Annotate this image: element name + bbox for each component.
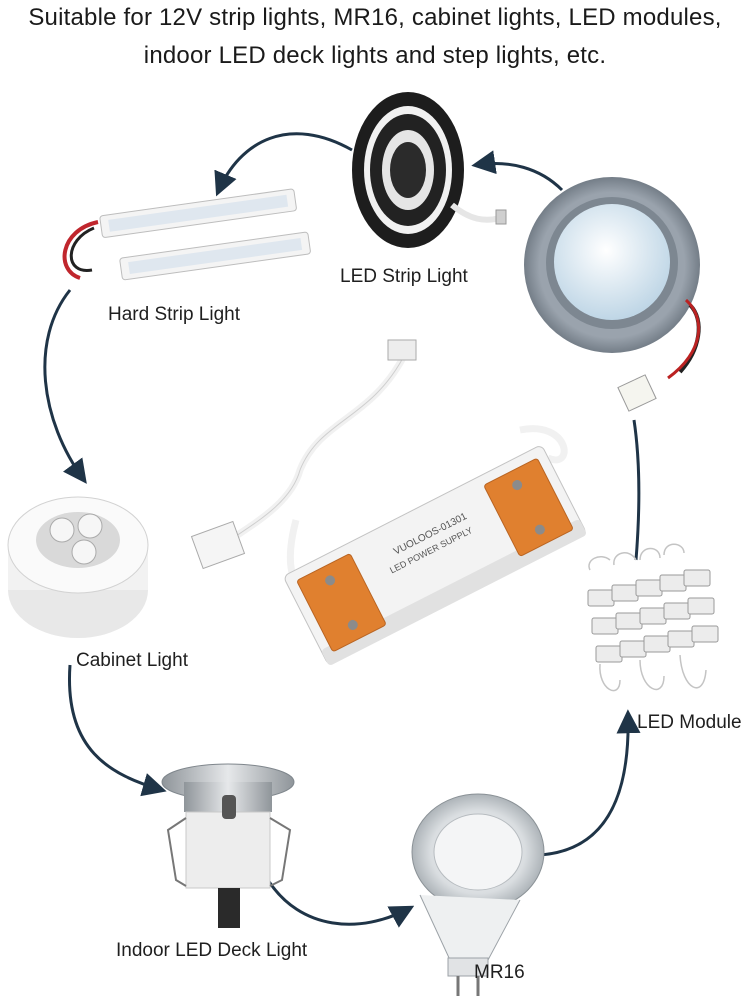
label-indoor-led-deck-light: Indoor LED Deck Light [116,940,308,961]
arrow-module-to-downlight [632,419,641,561]
arrow-downlight-to-strip [471,150,564,192]
led-power-supply: VUOLOOS-01301 LED POWER SUPPLY [190,339,586,665]
mr16-bulb [411,793,545,996]
arrow-hard-to-cabinet [43,289,87,484]
label-hard-strip-light: Hard Strip Light [108,304,241,325]
arrow-strip-to-hard [214,132,353,197]
arrow-deck-to-mr16 [266,879,415,928]
cycle-arrows [43,132,641,928]
arrow-cabinet-to-deck [67,664,167,797]
label-mr16: MR16 [474,962,525,983]
label-led-module: LED Module [637,712,742,733]
deck-light [161,763,295,928]
led-modules [587,543,719,692]
led-strip-reel [352,92,507,248]
hard-strip-lights [62,188,311,281]
label-cabinet-light: Cabinet Light [76,650,188,671]
headline-line-1: Suitable for 12V strip lights, MR16, cab… [28,4,722,31]
arrow-mr16-to-module [539,709,641,857]
recessed-downlight [524,177,701,412]
headline-line-2: indoor LED deck lights and step lights, … [143,42,607,69]
cabinet-light [7,496,149,638]
label-led-strip-light: LED Strip Light [340,266,468,287]
